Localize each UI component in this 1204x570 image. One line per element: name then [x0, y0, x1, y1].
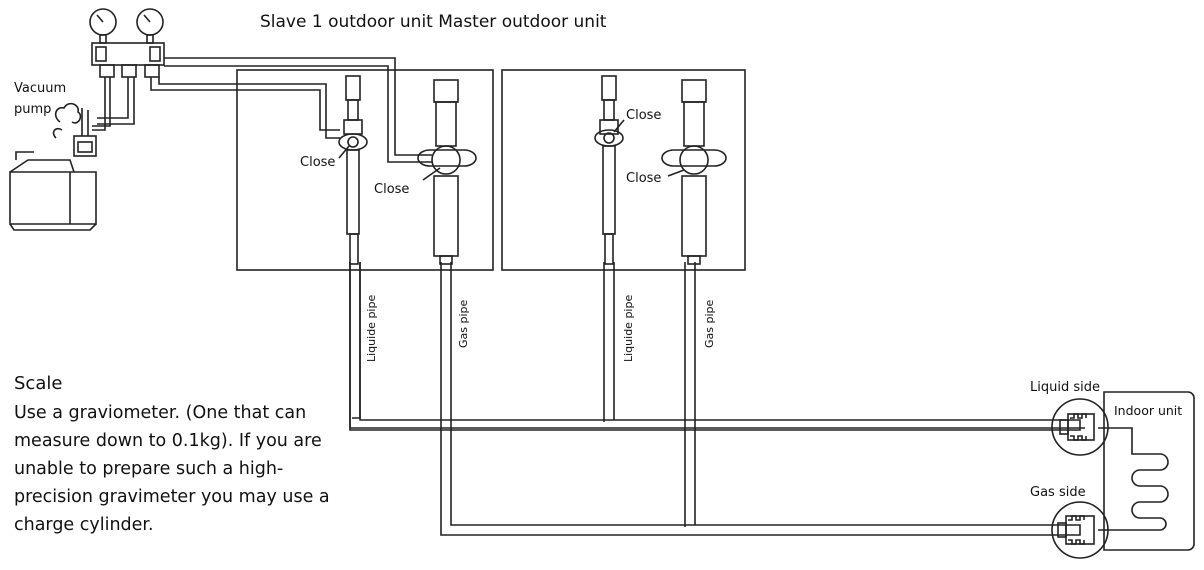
hose-to-vacuum-center — [97, 77, 135, 125]
slave-gas-valve — [431, 145, 461, 175]
master-gas-valve — [679, 145, 709, 175]
slave-gas-valve-body — [433, 175, 459, 257]
gas-pipe-route — [440, 262, 1081, 536]
liquid-side-flare-nut — [1051, 398, 1109, 456]
scale-note-title: Scale — [14, 373, 63, 394]
manifold-port-center — [121, 64, 137, 78]
close-label-master-gas: Close — [626, 171, 661, 186]
vacuum-pump-label: Vacuum pump — [14, 81, 70, 117]
master-unit-panel — [501, 69, 746, 271]
slave-liquid-pipe-label: Liquide pipe — [365, 295, 378, 362]
liquid-pipe-master — [603, 262, 615, 422]
master-liquid-pipe-label: Liquide pipe — [622, 295, 635, 362]
diagram-title: Slave 1 outdoor unit Master outdoor unit — [260, 12, 607, 32]
slave-gas-valve-cap — [433, 79, 459, 103]
master-liquid-valve-body — [602, 145, 616, 235]
vacuum-pump — [9, 171, 97, 225]
manifold-port-left — [99, 64, 115, 78]
master-gas-pipe-label: Gas pipe — [703, 299, 716, 348]
master-gas-valve-flange — [661, 149, 727, 167]
slave-liquid-valve-cap — [345, 75, 361, 101]
liquid-side-label: Liquid side — [1030, 380, 1100, 395]
slave-gas-pipe-label: Gas pipe — [457, 299, 470, 348]
gas-side-label: Gas side — [1030, 485, 1086, 500]
close-label-slave-liquid: Close — [300, 155, 335, 170]
exhaust-mist-icon — [54, 102, 82, 124]
gas-pipe-master — [684, 262, 696, 527]
gas-side-flare-nut — [1051, 501, 1109, 559]
master-gas-valve-body — [681, 175, 707, 257]
vacuum-pump-label-line2: pump — [14, 102, 51, 117]
master-liquid-valve-cap — [601, 75, 617, 101]
master-gas-valve-cap — [681, 79, 707, 103]
indoor-unit-label: Indoor unit — [1114, 403, 1182, 418]
vacuum-pump-head — [73, 135, 97, 157]
hose-to-slave-gas — [164, 57, 432, 163]
scale-note-body: Use a graviometer. (One that can measure… — [14, 403, 330, 535]
slave-liquid-valve-body — [346, 149, 360, 235]
hose-to-vacuum-left — [92, 77, 111, 131]
indoor-coil — [1098, 427, 1169, 531]
scale-note: Scale Use a graviometer. (One that can m… — [14, 373, 354, 539]
slave-gas-valve-flange — [417, 149, 477, 167]
slave-unit-panel — [236, 69, 494, 271]
vacuum-pump-label-line1: Vacuum — [14, 81, 66, 96]
close-label-master-liquid: Close — [626, 108, 661, 123]
close-label-slave-gas: Close — [374, 182, 409, 197]
indoor-unit — [1103, 391, 1195, 551]
liquid-pipe-route — [349, 262, 1081, 431]
hose-to-slave-liquid — [150, 77, 340, 139]
manifold-port-right — [144, 64, 160, 78]
